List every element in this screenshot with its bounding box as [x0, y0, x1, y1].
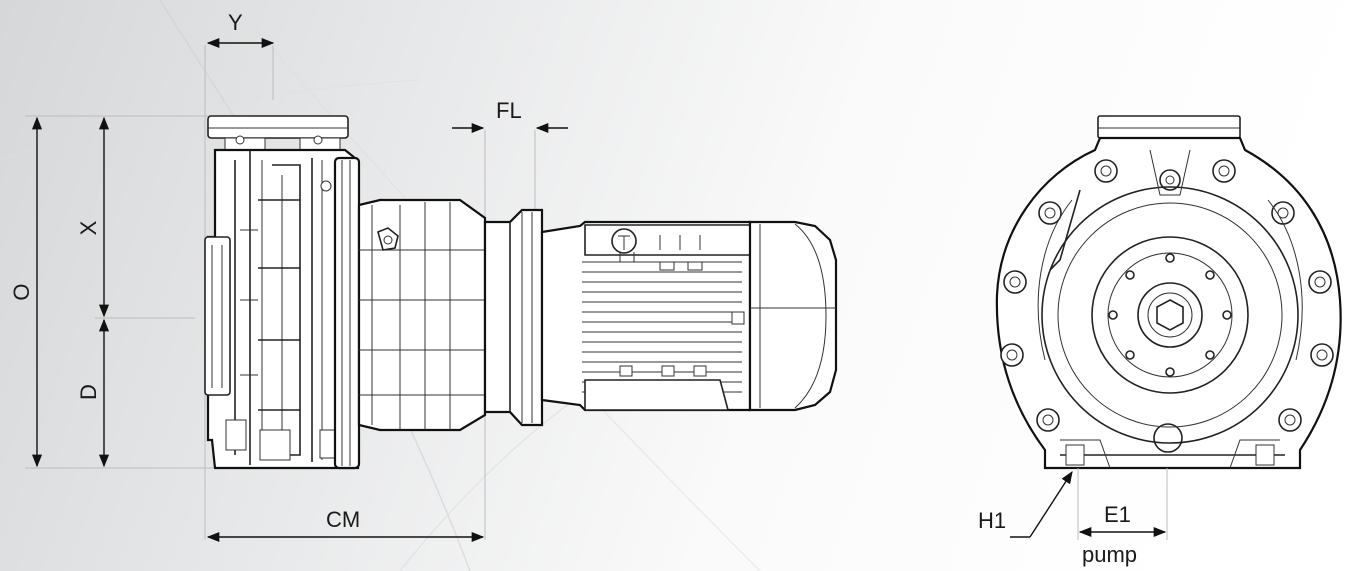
label-pump: pump: [1082, 542, 1137, 567]
label-o: O: [9, 283, 34, 300]
label-cm: CM: [326, 507, 360, 532]
label-y: Y: [228, 10, 243, 35]
pump-casing: [204, 135, 360, 470]
label-x: X: [76, 220, 101, 235]
label-d: D: [76, 384, 101, 400]
motor-fan-cover: [748, 220, 838, 412]
pump-side-view: Y FL X O D CM: [9, 10, 838, 543]
motor-body: [540, 220, 752, 412]
label-h1: H1: [978, 508, 1006, 533]
motor-flange: [483, 208, 544, 427]
pump-top-flange: [207, 115, 349, 153]
front-casing: [995, 136, 1342, 470]
label-e1: E1: [1104, 502, 1131, 527]
label-fl: FL: [496, 98, 522, 123]
motor-adapter: [357, 198, 487, 432]
leader-h1: [1010, 470, 1073, 538]
pump-front-view: H1 E1 pump: [978, 115, 1342, 567]
pump-rear-flange: [333, 156, 361, 470]
